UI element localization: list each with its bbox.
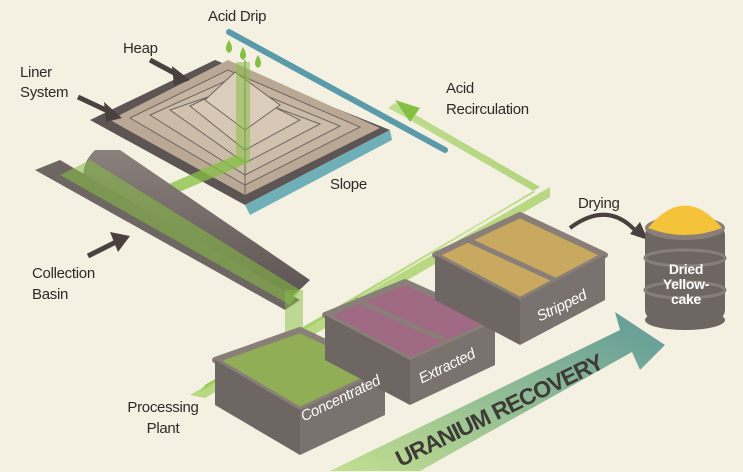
collection-basin-label-line1: Collection — [32, 265, 95, 282]
processing-plant-label-line2: Plant — [146, 420, 180, 437]
acid-recirculation-label-line1: Acid — [446, 80, 474, 97]
tank-stripped — [432, 212, 608, 345]
liner-system-label-line2: System — [20, 84, 69, 101]
dried-yellowcake-line1: Dried — [668, 261, 704, 277]
heap-label: Heap — [123, 40, 158, 57]
drying-label: Drying — [578, 195, 620, 212]
dried-yellowcake-line3: cake — [671, 291, 701, 307]
uranium-recovery-arrow — [330, 312, 665, 471]
yellowcake-drum — [643, 205, 727, 330]
processing-plant-label-line1: Processing — [127, 399, 199, 416]
acid-recirculation-label-line2: Recirculation — [446, 101, 529, 118]
drying-arrow — [568, 212, 648, 240]
liner-system-label-line1: Liner — [20, 64, 52, 81]
collection-basin-pointer-arrow — [86, 232, 130, 259]
tank-extracted — [322, 279, 498, 405]
acid-drip-label: Acid Drip — [208, 8, 267, 25]
acid-droplets — [226, 40, 261, 68]
dried-yellowcake-line2: Yellow- — [662, 276, 710, 292]
slope-label: Slope — [330, 176, 367, 193]
dried-yellowcake-label: Dried Yellow- cake — [648, 262, 724, 307]
heap-pointer-arrow — [148, 57, 190, 86]
collection-basin-label-line2: Basin — [32, 286, 69, 303]
acid-drip-pipe — [226, 29, 448, 153]
liner-pointer-arrow — [76, 94, 122, 122]
